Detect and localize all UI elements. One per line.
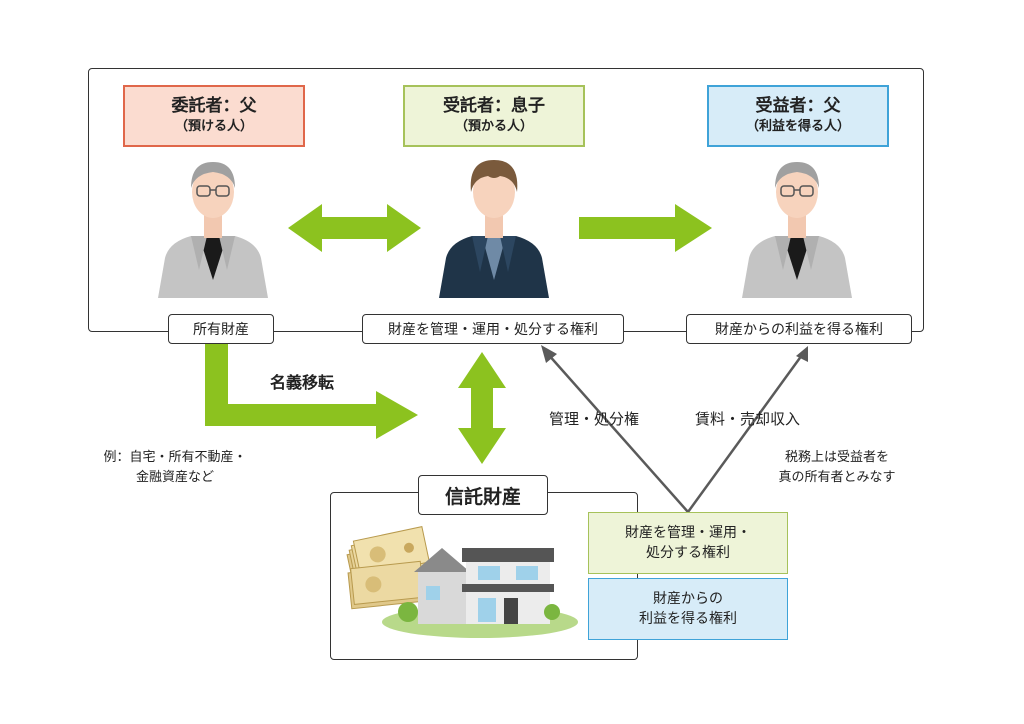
beneficiary-subtitle: （利益を得る人） (745, 119, 850, 134)
trust-management-rights-box: 財産を管理・運用・ 処分する権利 (588, 512, 788, 574)
income-arrowhead (796, 346, 808, 362)
trust-property-title: 信託財産 (418, 475, 548, 515)
trust-management-rights-line1: 財産を管理・運用・ (625, 525, 751, 541)
management-trust-double-arrow (458, 352, 506, 464)
settlor-trustee-double-arrow (288, 204, 421, 252)
trustee-subtitle: （預かる人） (454, 119, 533, 134)
settlor-subtitle: （預ける人） (174, 119, 253, 134)
money-bills-icon (346, 526, 430, 610)
example-note-line1: 例：自宅・所有不動産・ (103, 450, 247, 465)
trust-management-rights-line2: 処分する権利 (646, 545, 730, 561)
rent-sale-income-label: 賃料・売却収入 (695, 410, 801, 428)
title-transfer-label: 名義移転 (270, 373, 335, 392)
trust-benefit-rights-box: 財産からの 利益を得る権利 (588, 578, 788, 640)
rights-flow-lines (546, 352, 804, 513)
tax-note: 税務上は受益者を 真の所有者とみなす (752, 448, 922, 488)
trustee-person-icon (439, 160, 549, 298)
beneficiary-role-box: 受益者：父 （利益を得る人） (707, 85, 889, 147)
house-icon (382, 548, 578, 638)
settlor-role-box: 委託者：父 （預ける人） (123, 85, 305, 147)
beneficiary-person-icon (742, 162, 852, 298)
owned-property-tag: 所有財産 (168, 314, 274, 344)
example-note-line2: 金融資産など (135, 470, 214, 485)
management-arrowhead (541, 345, 557, 363)
trustee-beneficiary-arrow (579, 204, 712, 252)
beneficiary-title: 受益者：父 (755, 96, 841, 116)
settlor-person-icon (158, 162, 268, 298)
example-note: 例：自宅・所有不動産・ 金融資産など (80, 448, 270, 488)
title-transfer-arrow (205, 342, 418, 439)
benefit-rights-tag: 財産からの利益を得る権利 (686, 314, 912, 344)
trust-benefit-rights-line1: 財産からの (653, 591, 723, 607)
settlor-title: 委託者：父 (171, 96, 257, 116)
management-rights-tag: 財産を管理・運用・処分する権利 (362, 314, 624, 344)
management-disposal-label: 管理・処分権 (549, 410, 640, 428)
tax-note-line1: 税務上は受益者を (784, 450, 889, 465)
trust-benefit-rights-line2: 利益を得る権利 (639, 611, 737, 627)
trustee-title: 受託者：息子 (443, 96, 545, 116)
trustee-role-box: 受託者：息子 （預かる人） (403, 85, 585, 147)
tax-note-line2: 真の所有者とみなす (778, 470, 896, 485)
